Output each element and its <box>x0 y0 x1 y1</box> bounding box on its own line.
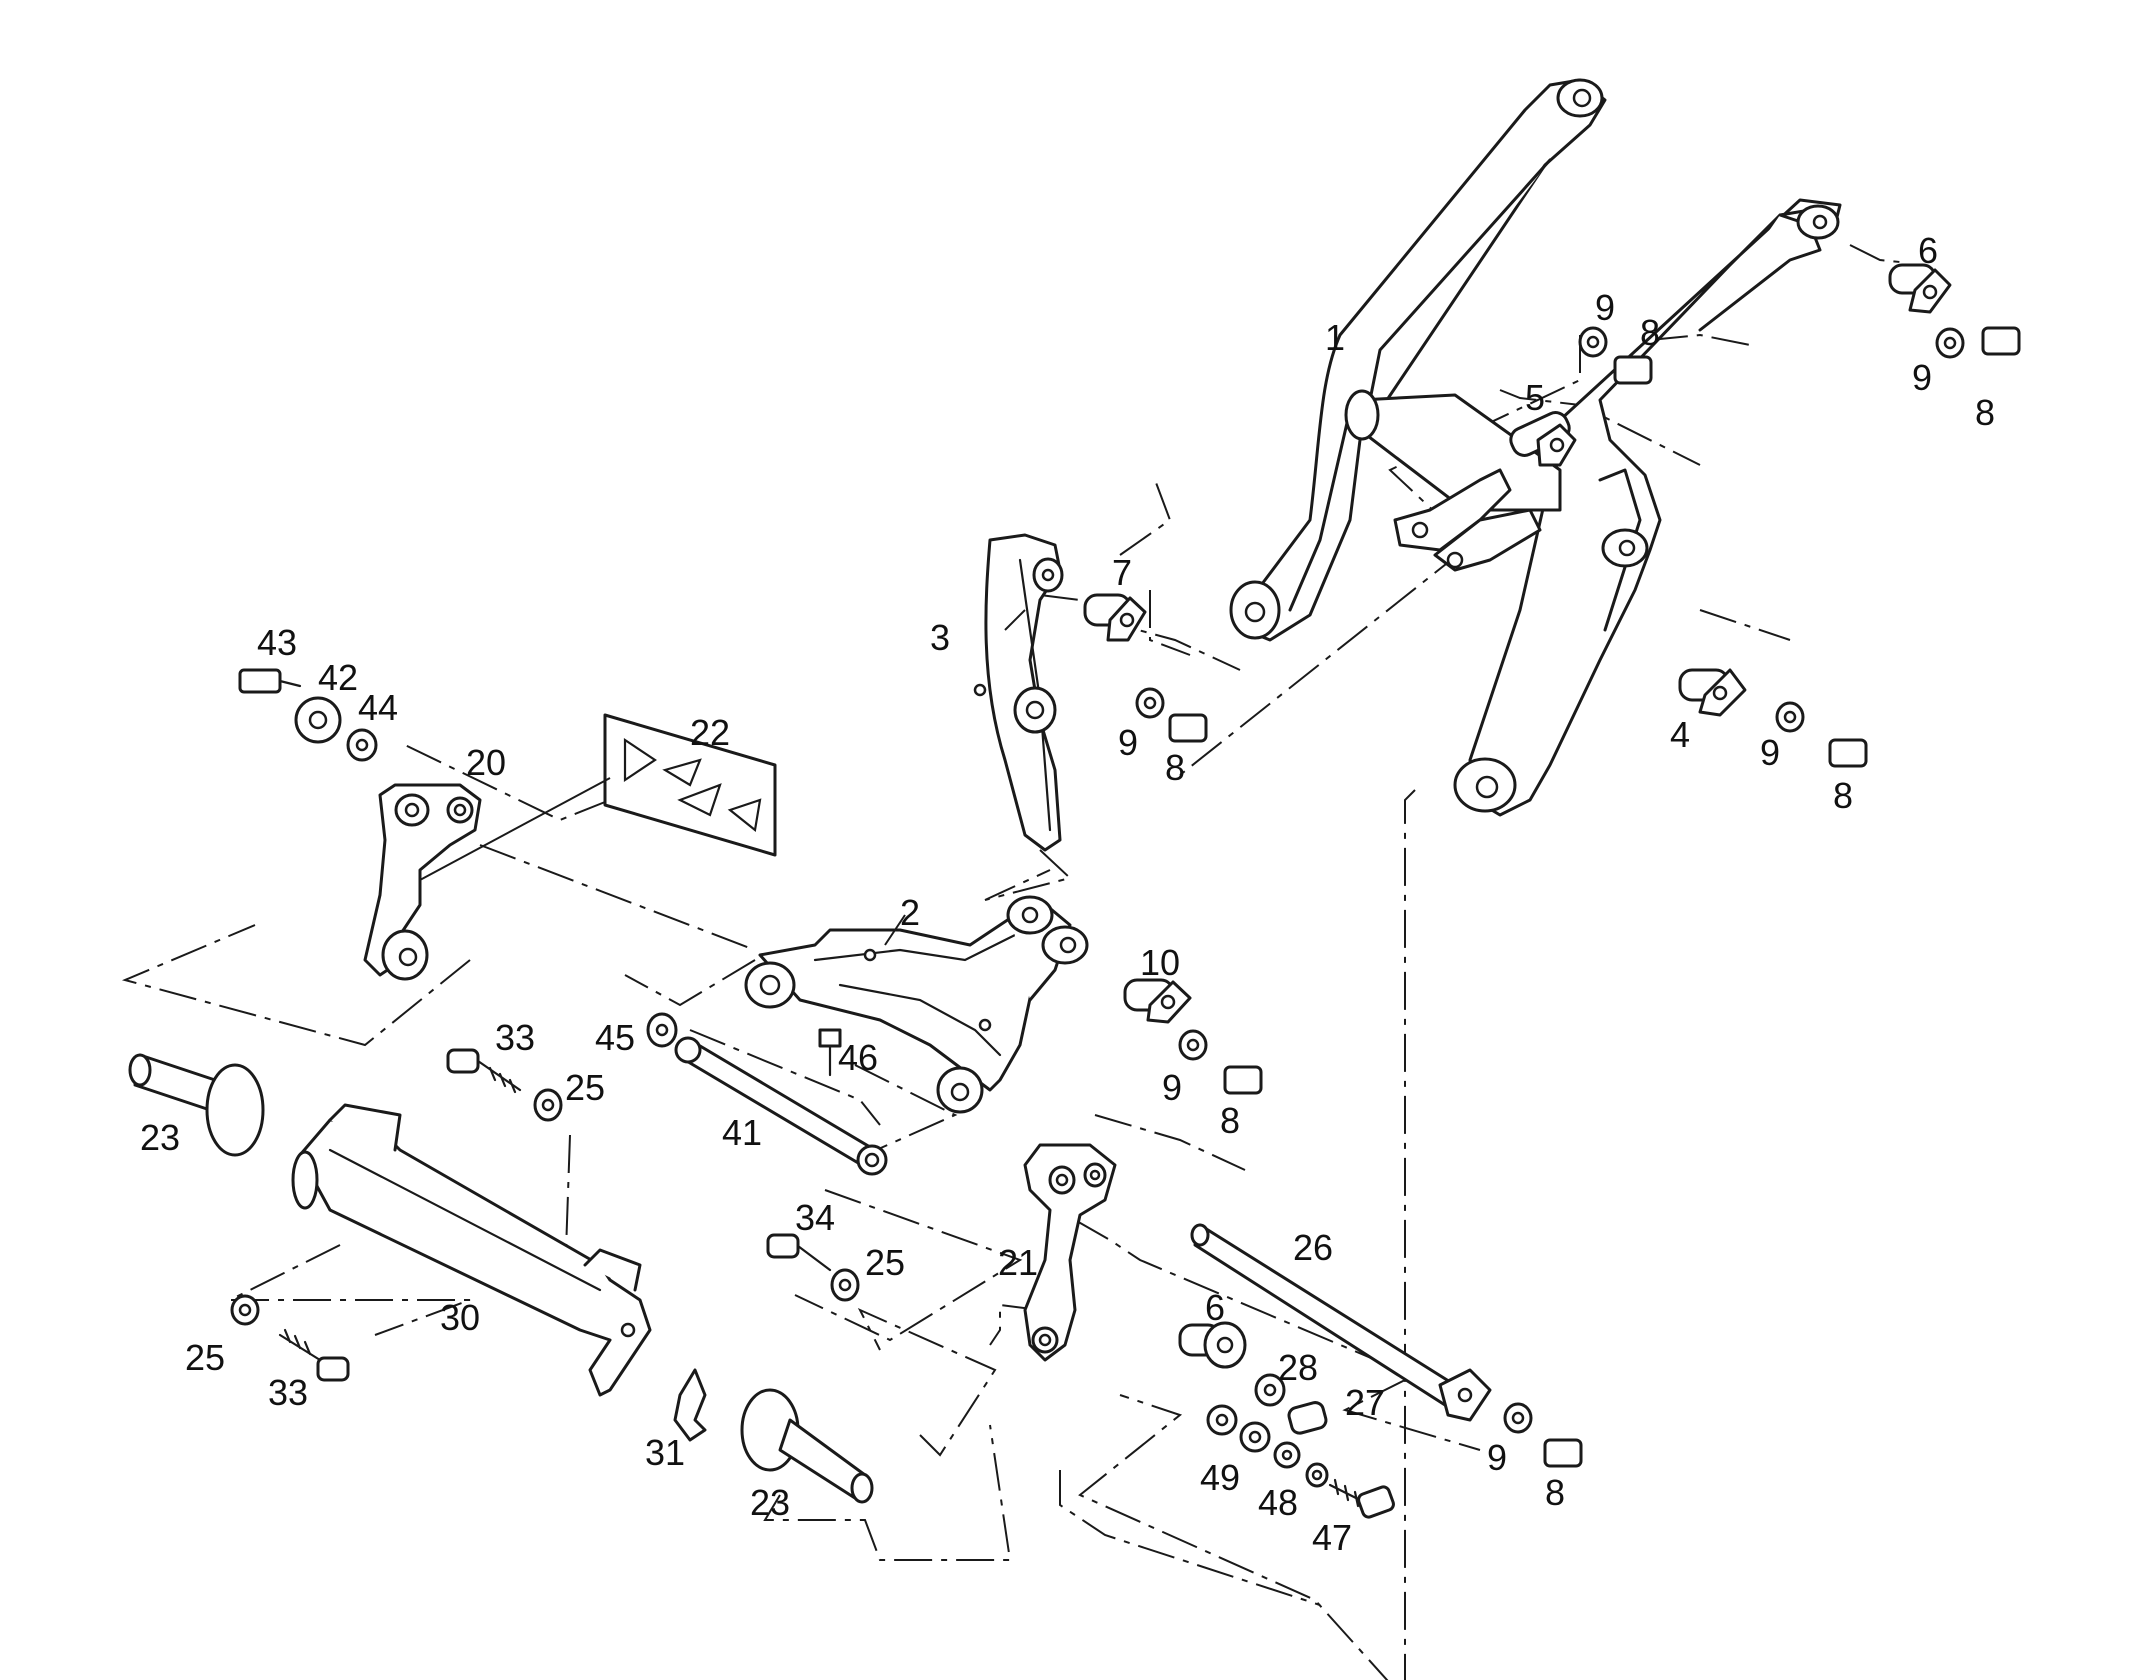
label-25-b: 25 <box>865 1242 905 1283</box>
label-8-e: 8 <box>1220 1100 1240 1141</box>
part-4-pin <box>1678 668 1747 717</box>
part-31-clip <box>673 1368 707 1442</box>
label-6-bottom: 6 <box>1205 1287 1225 1328</box>
part-3-curved-link <box>973 533 1064 852</box>
label-9-a: 9 <box>1595 287 1615 328</box>
label-43: 43 <box>257 622 297 663</box>
part-1-lift-frame <box>1229 78 1842 817</box>
parts-33-25-upper <box>446 1048 563 1122</box>
label-8-b: 8 <box>1975 392 1995 433</box>
label-41: 41 <box>722 1112 762 1153</box>
label-9-f: 9 <box>1487 1437 1507 1478</box>
washers-and-bolts <box>1135 326 2021 1468</box>
part-10-pin <box>1123 978 1192 1024</box>
label-23-left: 23 <box>140 1117 180 1158</box>
label-46: 46 <box>838 1037 878 1078</box>
part-23-bottom-shaft <box>740 1388 874 1504</box>
label-31: 31 <box>645 1432 685 1473</box>
label-9-e: 9 <box>1162 1067 1182 1108</box>
label-10: 10 <box>1140 942 1180 983</box>
label-33-b: 33 <box>268 1372 308 1413</box>
label-9-c: 9 <box>1118 722 1138 763</box>
label-8-a: 8 <box>1640 312 1660 353</box>
part-46-bolt <box>818 1028 842 1077</box>
label-8-f: 8 <box>1545 1472 1565 1513</box>
label-44: 44 <box>358 687 398 728</box>
label-33-a: 33 <box>495 1017 535 1058</box>
label-8-c: 8 <box>1165 747 1185 788</box>
part-7-pin <box>1083 593 1147 642</box>
label-9-d: 9 <box>1760 732 1780 773</box>
leader-lines <box>419 609 1026 946</box>
part-41-shaft <box>674 1036 888 1176</box>
label-8-d: 8 <box>1833 775 1853 816</box>
label-45: 45 <box>595 1017 635 1058</box>
callout-labels: 1 2 3 4 5 6 6 7 8 8 8 8 8 8 9 9 9 9 9 9 … <box>140 230 1995 1558</box>
label-25-a: 25 <box>565 1067 605 1108</box>
label-7: 7 <box>1112 552 1132 593</box>
label-42: 42 <box>318 657 358 698</box>
label-1: 1 <box>1325 317 1345 358</box>
parts-43-42-44 <box>238 668 378 762</box>
part-45-washer <box>646 1012 678 1048</box>
label-21: 21 <box>998 1242 1038 1283</box>
label-27: 27 <box>1345 1382 1385 1423</box>
label-34: 34 <box>795 1197 835 1238</box>
parts-34-25-middle <box>766 1233 860 1302</box>
part-6-bottom-pin <box>1178 1321 1247 1369</box>
label-30: 30 <box>440 1297 480 1338</box>
part-2-central-bracket <box>744 895 1089 1114</box>
label-4: 4 <box>1670 714 1690 755</box>
label-49: 49 <box>1200 1457 1240 1498</box>
part-30-cross-bar <box>291 1103 652 1397</box>
parts-27-28-47-48-49 <box>1206 1373 1395 1519</box>
label-23-bottom: 23 <box>750 1482 790 1523</box>
label-25-c: 25 <box>185 1337 225 1378</box>
parts-25-33-lower <box>230 1294 350 1382</box>
part-20-bracket <box>363 783 482 981</box>
label-2: 2 <box>900 892 920 933</box>
label-9-b: 9 <box>1912 357 1932 398</box>
label-22: 22 <box>690 712 730 753</box>
label-26: 26 <box>1293 1227 1333 1268</box>
label-5: 5 <box>1525 377 1545 418</box>
label-28: 28 <box>1278 1347 1318 1388</box>
part-26-long-shaft <box>1190 1223 1492 1422</box>
part-5-pin <box>1509 411 1577 467</box>
label-20: 20 <box>466 742 506 783</box>
part-21-arm <box>1023 1143 1117 1362</box>
part-22-decal <box>603 713 777 857</box>
label-3: 3 <box>930 617 950 658</box>
label-48: 48 <box>1258 1482 1298 1523</box>
label-6-top: 6 <box>1918 230 1938 271</box>
label-47: 47 <box>1312 1517 1352 1558</box>
part-23-left-shaft <box>128 1053 265 1157</box>
part-6-top-pin <box>1888 263 1952 314</box>
